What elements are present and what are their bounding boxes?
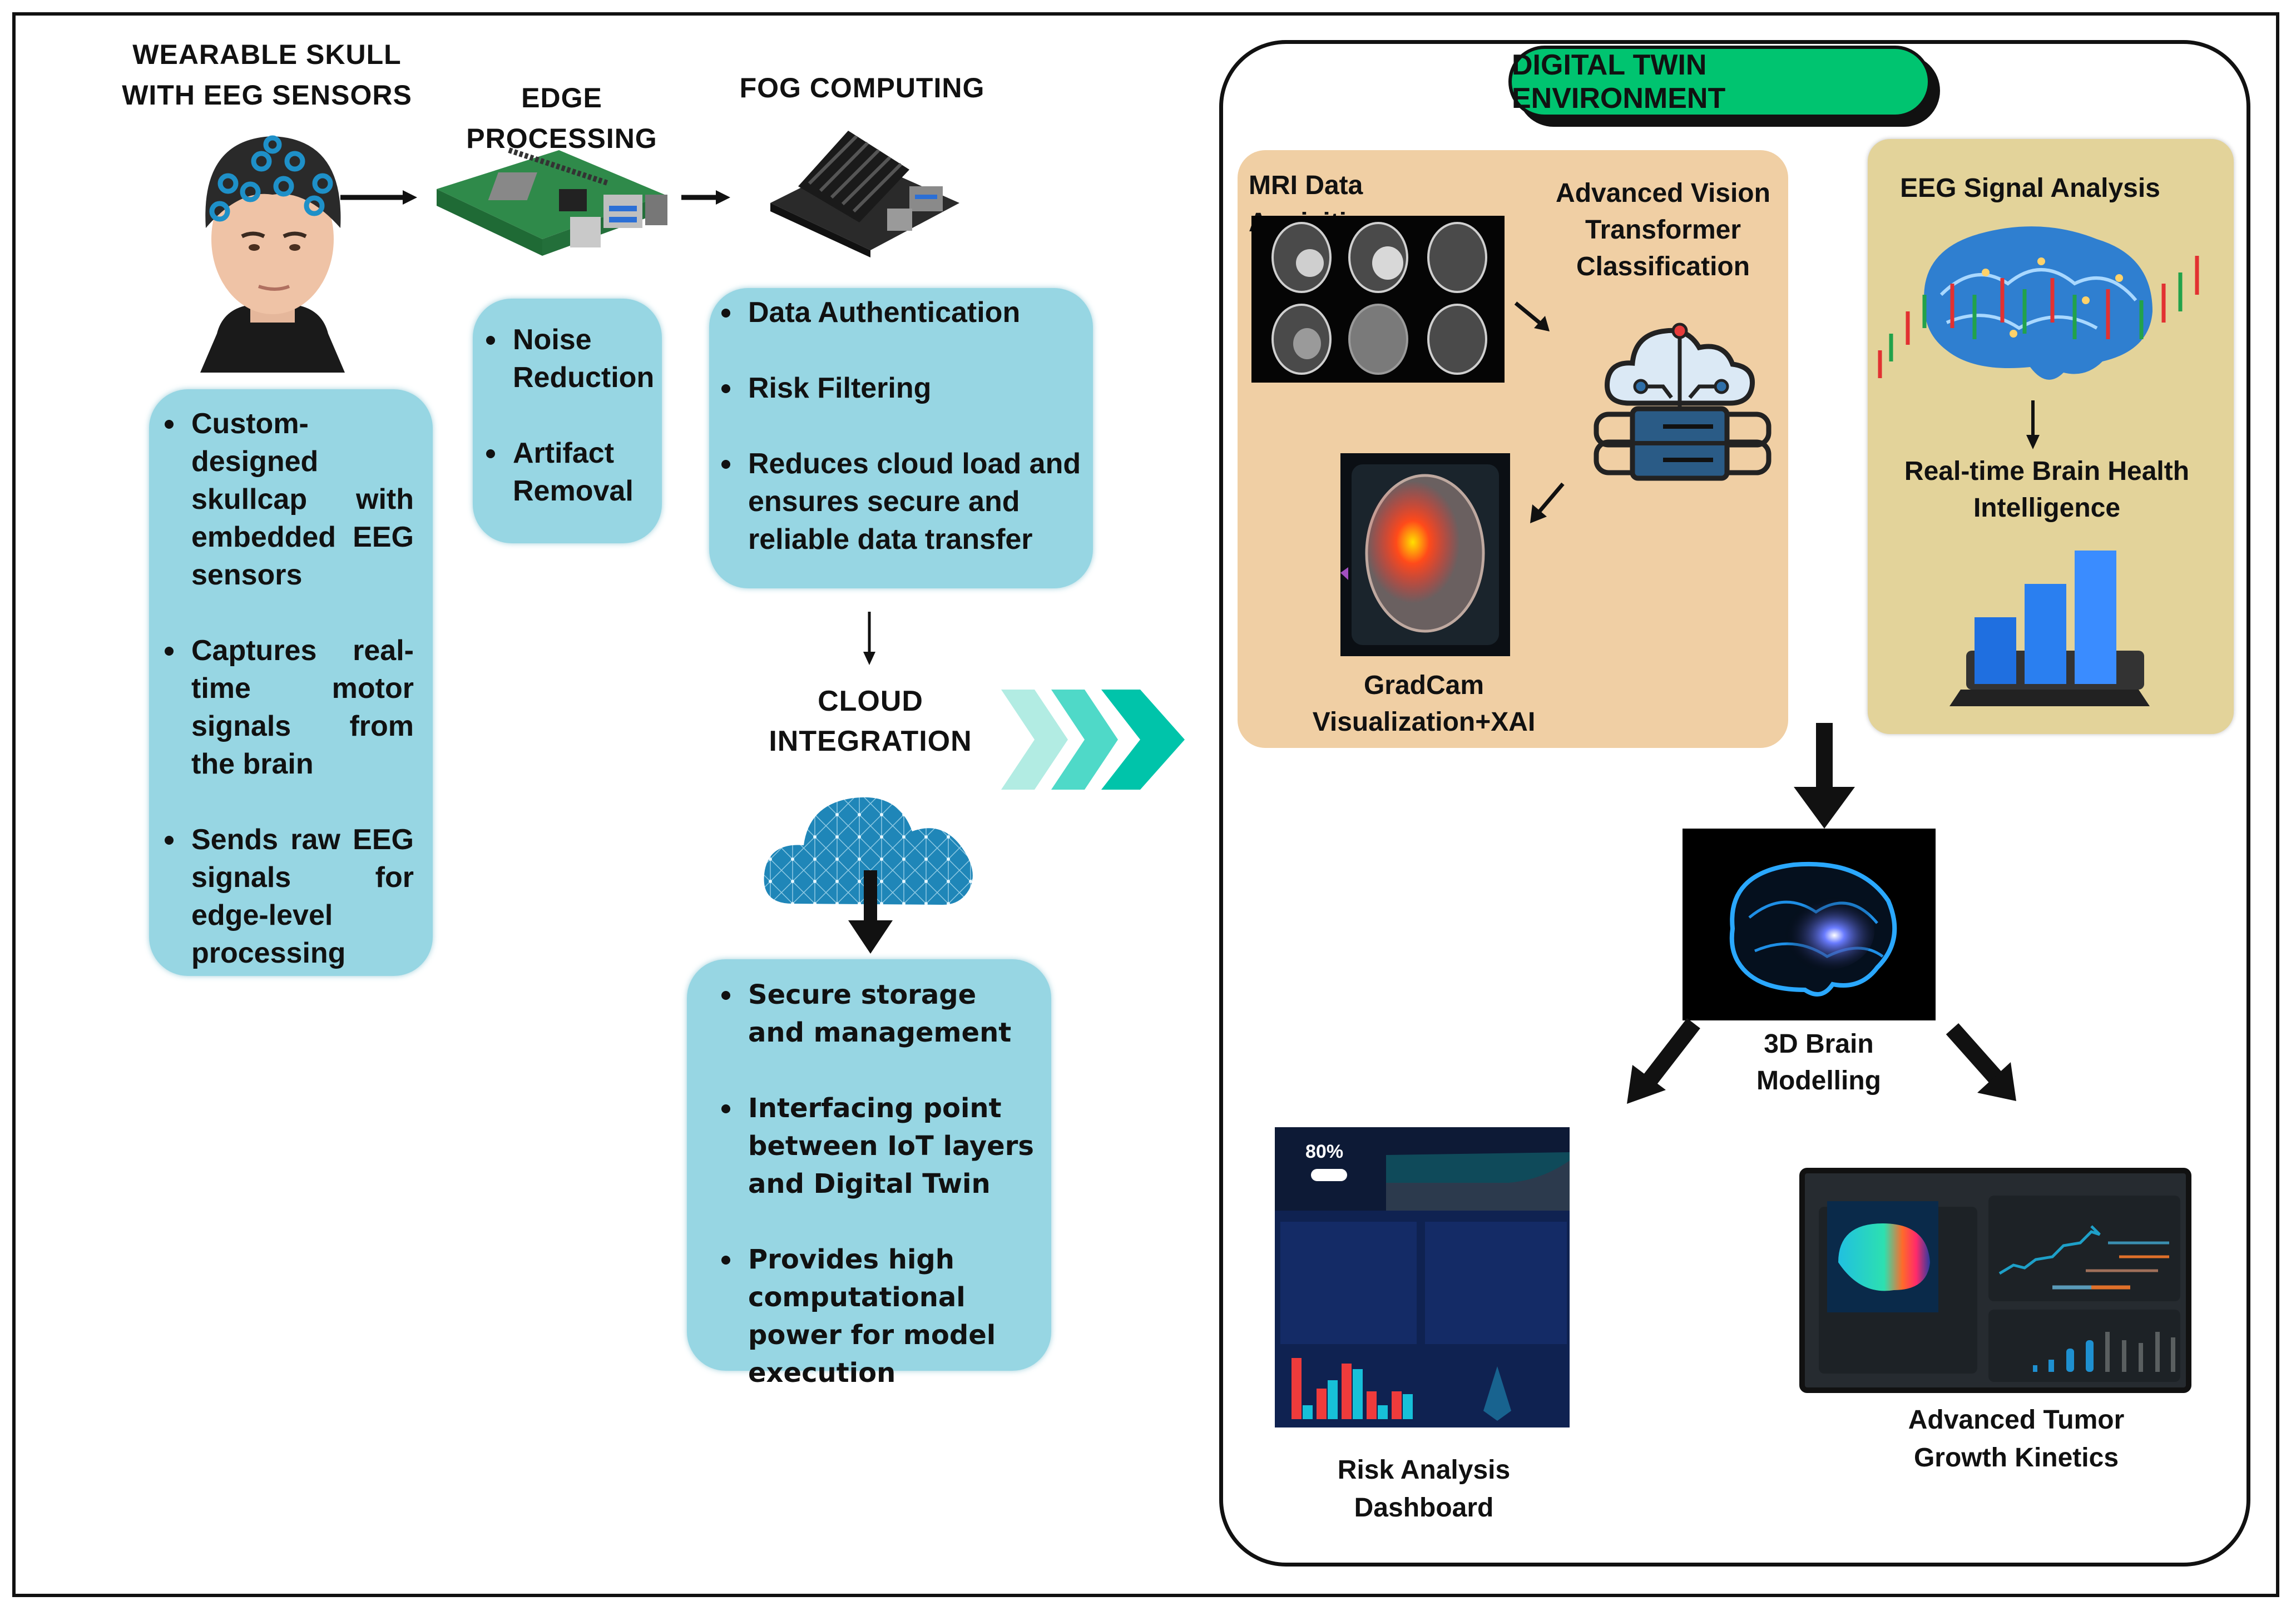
arrow-to-risk-dashboard bbox=[1624, 1018, 1702, 1107]
risk-analysis-dashboard-title: Risk Analysis Dashboard bbox=[1337, 1455, 1511, 1523]
flow-chevrons-to-digital-twin bbox=[1001, 690, 1190, 790]
risk-percentage-value: 80% bbox=[1305, 1141, 1344, 1162]
regional-risk-bar bbox=[1342, 1364, 1352, 1419]
chevron-light bbox=[1001, 690, 1068, 790]
regional-risk-bar bbox=[1367, 1391, 1377, 1419]
regional-risk-bar bbox=[1403, 1394, 1413, 1419]
cloud-network-icon bbox=[759, 781, 982, 915]
digital-twin-container bbox=[1219, 40, 2250, 1567]
bar-icon-3 bbox=[2075, 551, 2116, 684]
fog-bullet: Risk Filtering bbox=[714, 369, 1082, 407]
skullcap-info-box: Custom-designed skullcap with embedded E… bbox=[149, 389, 433, 976]
tumor-bar bbox=[2048, 1360, 2054, 1372]
edge-bullet: Noise Reduction bbox=[478, 321, 656, 396]
arrow-vit-to-gradcam bbox=[1527, 481, 1568, 526]
gradcam-title: GradCam Visualization+XAI bbox=[1312, 671, 1536, 737]
mri-risk-factors-card bbox=[1280, 1222, 1417, 1344]
regional-risk-bar bbox=[1328, 1380, 1338, 1419]
realtime-brain-health-title: Real-time Brain Health Intelligence bbox=[1904, 457, 2190, 523]
cloud-server-icon bbox=[1591, 303, 1774, 481]
chevron-mid bbox=[1051, 690, 1118, 790]
regional-risk-bar bbox=[1292, 1358, 1302, 1419]
regional-risk-bar bbox=[1317, 1389, 1327, 1419]
eeg-risk-analysis-card bbox=[1425, 1222, 1567, 1344]
fog-computing-box: Data Authentication Risk Filtering Reduc… bbox=[709, 288, 1093, 588]
risk-analysis-dashboard-image: 80% bbox=[1275, 1127, 1570, 1427]
skullcap-bullet: Captures real-time motor signals from th… bbox=[157, 632, 414, 783]
3d-brain-modelling-title: 3D Brain Modelling bbox=[1756, 1029, 1881, 1096]
tumor-bar bbox=[2105, 1332, 2110, 1372]
mri-scan-grid-image bbox=[1251, 216, 1505, 383]
eeg-skullcap-person-image bbox=[167, 122, 378, 373]
tumor-bar bbox=[2086, 1340, 2094, 1372]
bar-icon-1 bbox=[1975, 617, 2016, 684]
fog-computing-board-image bbox=[765, 120, 965, 259]
tumor-bar bbox=[2171, 1337, 2175, 1372]
risk-level-badge bbox=[1311, 1169, 1347, 1181]
arrow-eeg-to-realtime bbox=[2025, 400, 2041, 450]
arrow-skull-to-edge bbox=[340, 189, 418, 206]
regional-risk-bar bbox=[1392, 1391, 1402, 1419]
wearable-header-line2: WITH EEG SENSORS bbox=[122, 79, 412, 111]
edge-processing-header: EDGE PROCESSING bbox=[466, 82, 657, 154]
regional-risk-bar bbox=[1378, 1405, 1388, 1419]
raspberry-pi-board-image bbox=[425, 128, 676, 284]
skullcap-bullet: Sends raw EEG signals for edge-level pro… bbox=[157, 821, 414, 972]
wearable-skull-header: WEARABLE SKULL WITH EEG SENSORS bbox=[111, 34, 423, 115]
arrow-to-tumor-kinetics bbox=[1944, 1023, 2022, 1107]
fog-bullet: Data Authentication bbox=[714, 294, 1082, 331]
tumor-growth-line-card bbox=[1988, 1196, 2180, 1301]
cloud-bullet: Secure storage and management bbox=[714, 976, 1041, 1052]
3d-brain-model-image bbox=[1683, 829, 1936, 1020]
arrow-to-3d-brain bbox=[1794, 723, 1855, 829]
cloud-bullet: Interfacing point between IoT layers and… bbox=[714, 1089, 1041, 1203]
edge-bullet: Artifact Removal bbox=[478, 434, 656, 510]
cloud-bullet: Provides high computational power for mo… bbox=[714, 1241, 1041, 1392]
cloud-integration-box: Secure storage and management Interfacin… bbox=[687, 959, 1051, 1389]
arrow-fog-to-cloud bbox=[861, 612, 878, 667]
digital-twin-title-badge: DIGITAL TWIN ENVIRONMENT bbox=[1508, 46, 1931, 118]
arrow-mri-to-vit bbox=[1513, 300, 1552, 334]
cloud-integration-header: CLOUD INTEGRATION bbox=[740, 681, 1001, 761]
eeg-signal-title: EEG Signal Analysis bbox=[1900, 174, 2160, 203]
regional-risk-bar bbox=[1303, 1405, 1313, 1419]
wearable-header-line1: WEARABLE SKULL bbox=[132, 39, 402, 70]
tumor-bar bbox=[2155, 1332, 2160, 1372]
figure-frame bbox=[12, 12, 2279, 1597]
fog-computing-header: FOG COMPUTING bbox=[739, 72, 985, 103]
chevron-dark bbox=[1101, 690, 1185, 790]
cloud-header-line1: CLOUD bbox=[818, 685, 923, 717]
tumor-growth-kinetics-title: Advanced Tumor Growth Kinetics bbox=[1908, 1405, 2125, 1473]
vit-classification-title: Advanced Vision Transformer Classificati… bbox=[1556, 179, 1770, 281]
skullcap-bullet: Custom-designed skullcap with embedded E… bbox=[157, 405, 414, 594]
tumor-bar bbox=[2122, 1340, 2126, 1372]
tumor-growth-bar-card bbox=[1988, 1310, 2180, 1382]
fog-bullet: Reduces cloud load and ensures secure an… bbox=[714, 445, 1082, 558]
tumor-bar bbox=[2139, 1343, 2143, 1372]
arrow-edge-to-fog bbox=[681, 189, 731, 206]
arrow-cloud-down bbox=[848, 870, 893, 954]
tumor-bar bbox=[2066, 1349, 2074, 1372]
gradcam-heatmap-image bbox=[1340, 453, 1510, 656]
tumor-bar bbox=[2033, 1365, 2037, 1372]
eeg-brain-signal-image bbox=[1874, 211, 2208, 395]
tumor-growth-kinetics-image bbox=[1799, 1168, 2191, 1393]
cloud-header-line2: INTEGRATION bbox=[769, 725, 972, 757]
regional-risk-bar bbox=[1353, 1369, 1363, 1419]
edge-processing-box: Noise Reduction Artifact Removal bbox=[473, 299, 662, 543]
bar-icon-2 bbox=[2025, 584, 2066, 684]
bar-chart-icon bbox=[1949, 545, 2155, 712]
